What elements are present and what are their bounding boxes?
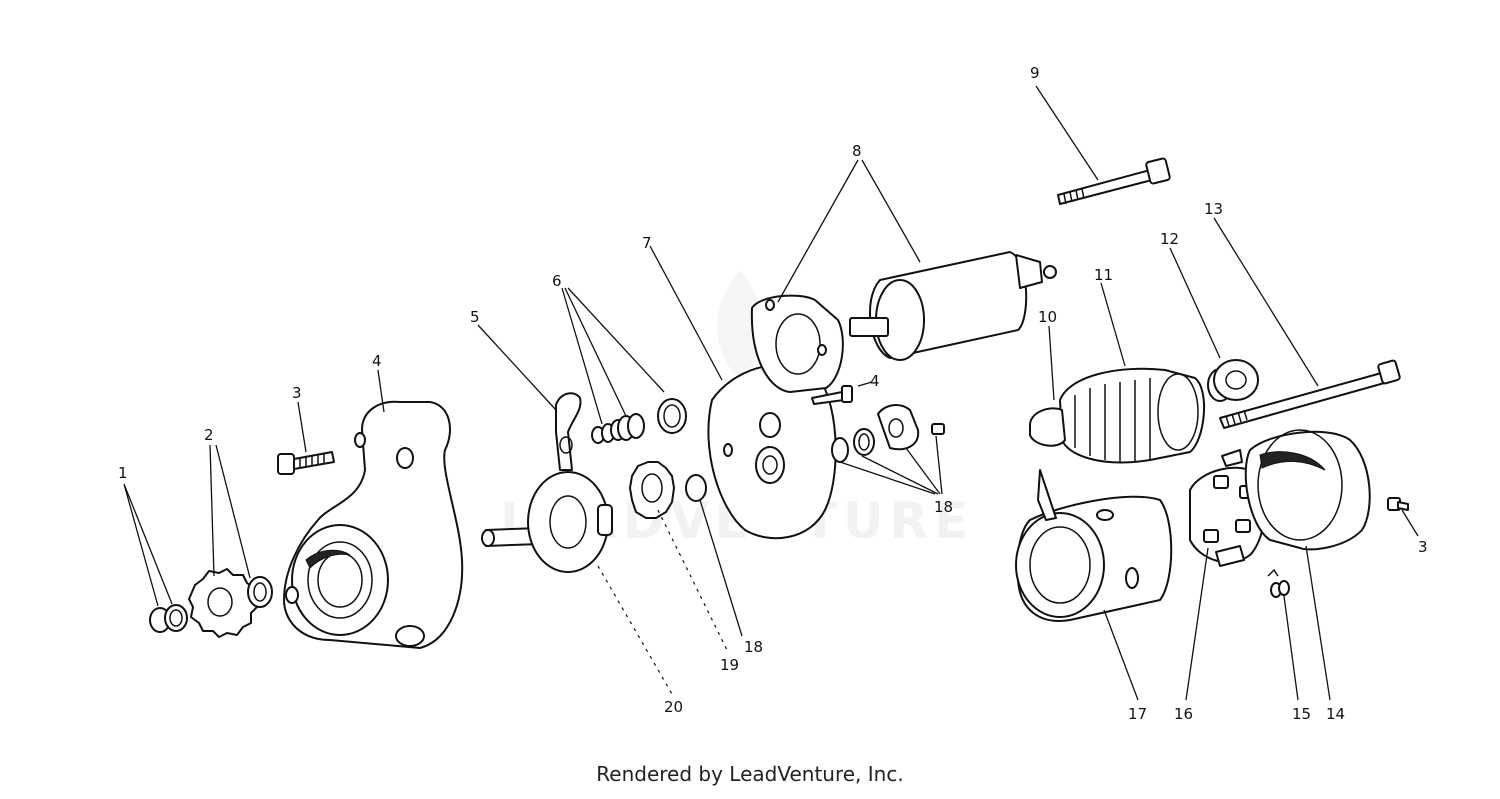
callout-18-washers: 18 — [934, 498, 953, 516]
callout-19: 19 — [720, 656, 739, 674]
callout-17: 17 — [1128, 705, 1147, 723]
callout-6: 6 — [552, 272, 562, 290]
part-19-reduction-gear — [629, 461, 707, 519]
part-15-spring — [1267, 568, 1290, 598]
part-2-pinion-gear — [188, 568, 273, 638]
callout-4: 4 — [372, 352, 382, 370]
callout-5: 5 — [470, 308, 480, 326]
footer-credit: Rendered by LeadVenture, Inc. — [596, 762, 904, 786]
part-20-shaft-assembly — [481, 471, 613, 573]
part-4-screw — [811, 385, 853, 405]
callout-10: 10 — [1038, 308, 1057, 326]
part-13-through-bolt — [1219, 359, 1401, 429]
part-12-bearing — [1213, 359, 1259, 401]
part-5-shift-lever — [555, 392, 582, 471]
part-9-through-bolt — [1057, 157, 1171, 205]
part-6-spring-set — [591, 398, 687, 444]
callout-4-screw: 4 — [870, 372, 880, 390]
part-17-yoke — [1015, 469, 1173, 622]
callout-18-gear: 18 — [744, 638, 763, 656]
part-14-end-cover — [1244, 429, 1371, 551]
part-1-snap-rings — [149, 604, 188, 633]
callout-labels: 1 2 3 4 5 6 7 8 4 9 10 11 12 13 18 3 18 … — [118, 64, 1428, 723]
part-3-screw — [1387, 497, 1409, 511]
callout-20: 20 — [664, 698, 683, 716]
callout-16: 16 — [1174, 705, 1193, 723]
callout-11: 11 — [1094, 266, 1113, 284]
callout-3-screw: 3 — [1418, 538, 1428, 556]
callout-8: 8 — [852, 142, 862, 160]
callout-2: 2 — [204, 426, 214, 444]
callout-3: 3 — [292, 384, 302, 402]
part-11-armature — [1029, 367, 1233, 464]
callout-1: 1 — [118, 464, 128, 482]
part-3-bolt — [277, 451, 335, 475]
part-8-solenoid — [750, 251, 1057, 393]
callout-12: 12 — [1160, 230, 1179, 248]
callout-9: 9 — [1030, 64, 1040, 82]
part-18-washers-bracket — [831, 404, 945, 463]
callout-7: 7 — [642, 234, 652, 252]
part-4-drive-housing — [283, 400, 464, 649]
callout-14: 14 — [1326, 705, 1345, 723]
leader-lines — [123, 85, 1419, 701]
callout-15: 15 — [1292, 705, 1311, 723]
callout-13: 13 — [1204, 200, 1223, 218]
